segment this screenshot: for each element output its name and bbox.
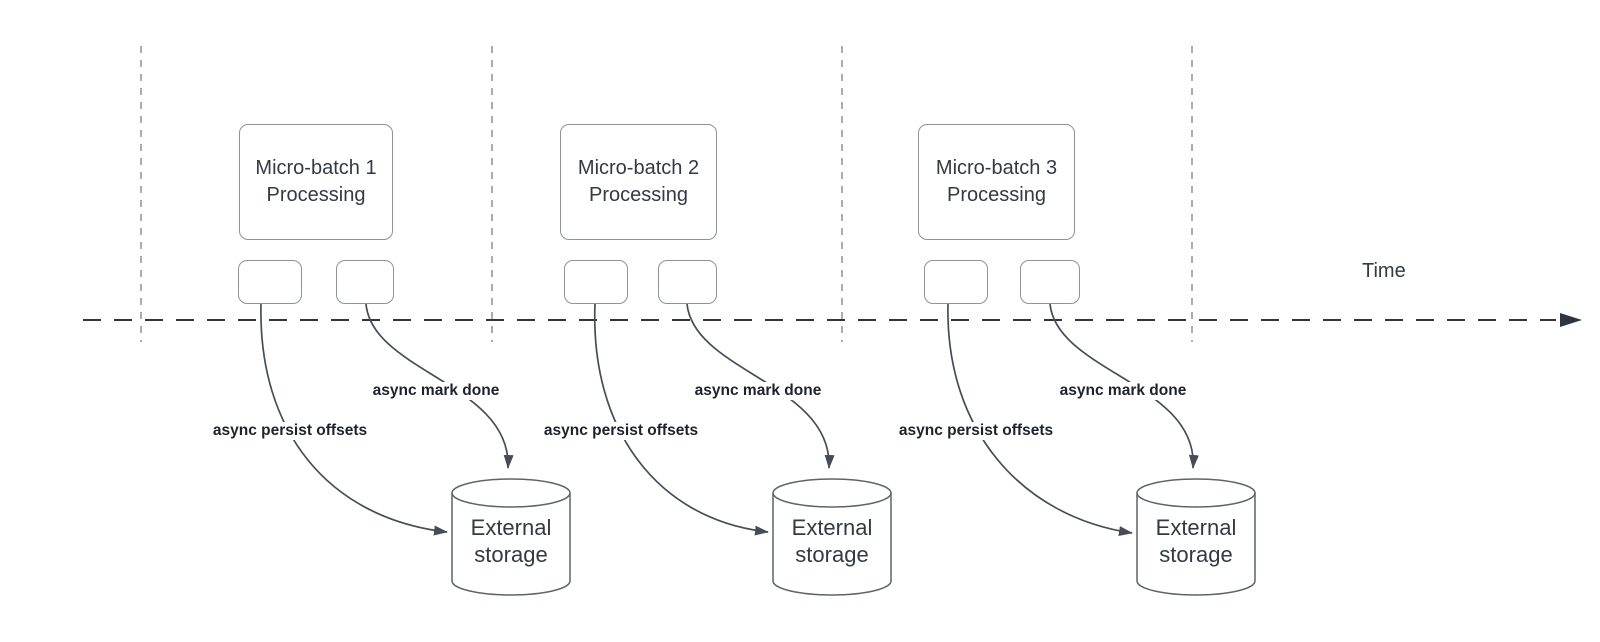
mark-task-box-2 [658, 260, 717, 304]
micro-batch-2-subtitle: Processing [589, 184, 688, 206]
async-mark-done-label-1: async mark done [369, 382, 503, 400]
persist-offsets-arrow-1 [260, 303, 448, 536]
micro-batch-3-title: Micro-batch 3 [935, 157, 1058, 179]
async-mark-done-label-2: async mark done [691, 382, 825, 400]
external-storage-label-3: External storage [1155, 515, 1237, 567]
timeline-arrowhead-icon [1560, 313, 1582, 327]
mark-task-box-1 [336, 260, 394, 304]
external-storage-cylinder-1 [451, 478, 571, 596]
time-axis-label: Time [1362, 260, 1406, 282]
persist-offsets-arrow-2 [593, 303, 769, 536]
micro-batch-3-subtitle: Processing [947, 184, 1046, 206]
micro-batch-1-processing-box: Micro-batch 1 Processing [239, 124, 393, 240]
mark-done-arrow-1 [365, 303, 514, 469]
persist-offsets-arrow-3 [947, 303, 1133, 537]
micro-batch-2-title: Micro-batch 2 [577, 157, 700, 179]
mark-done-arrow-3 [1049, 303, 1199, 469]
persist-task-box-1 [238, 260, 302, 304]
micro-batch-3-processing-box: Micro-batch 3 Processing [918, 124, 1075, 240]
mark-task-box-3 [1020, 260, 1080, 304]
external-storage-label-2: External storage [791, 515, 873, 567]
external-storage-label-1: External storage [470, 515, 552, 567]
micro-batch-1-title: Micro-batch 1 [255, 157, 377, 179]
async-persist-offsets-label-2: async persist offsets [540, 422, 702, 440]
mark-done-arrow-2 [686, 303, 835, 469]
async-mark-done-label-3: async mark done [1056, 382, 1190, 400]
external-storage-cylinder-3 [1136, 478, 1256, 596]
async-persist-offsets-label-3: async persist offsets [895, 422, 1057, 440]
persist-task-box-3 [924, 260, 988, 304]
persist-task-box-2 [564, 260, 628, 304]
micro-batch-1-subtitle: Processing [266, 184, 366, 206]
external-storage-cylinder-2 [772, 478, 892, 596]
micro-batch-2-processing-box: Micro-batch 2 Processing [560, 124, 717, 240]
async-persist-offsets-label-1: async persist offsets [209, 422, 371, 440]
